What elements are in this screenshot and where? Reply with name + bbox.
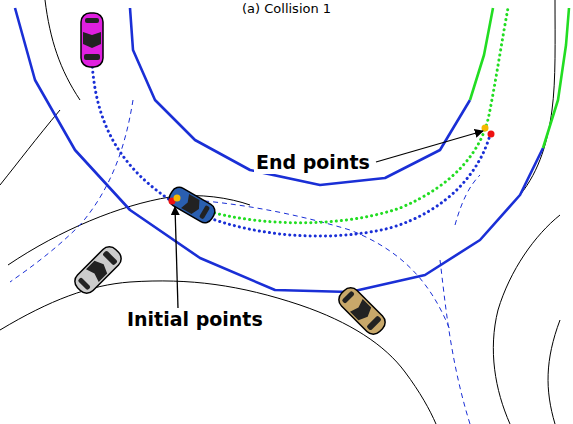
grey-car [71,243,125,297]
cars [71,13,389,338]
callout-label: End points [254,152,372,174]
points [169,125,495,205]
roundabout-borders [15,8,569,292]
figure-title: (a) Collision 1 [242,2,331,16]
leader-arrows [175,131,483,308]
magenta-car [81,13,103,67]
lane-lines [10,100,480,424]
trajectories [92,8,508,236]
callout-label: Initial points [125,309,265,331]
blue-car [166,184,218,225]
road-edges [0,0,560,424]
tan-car [335,284,389,338]
